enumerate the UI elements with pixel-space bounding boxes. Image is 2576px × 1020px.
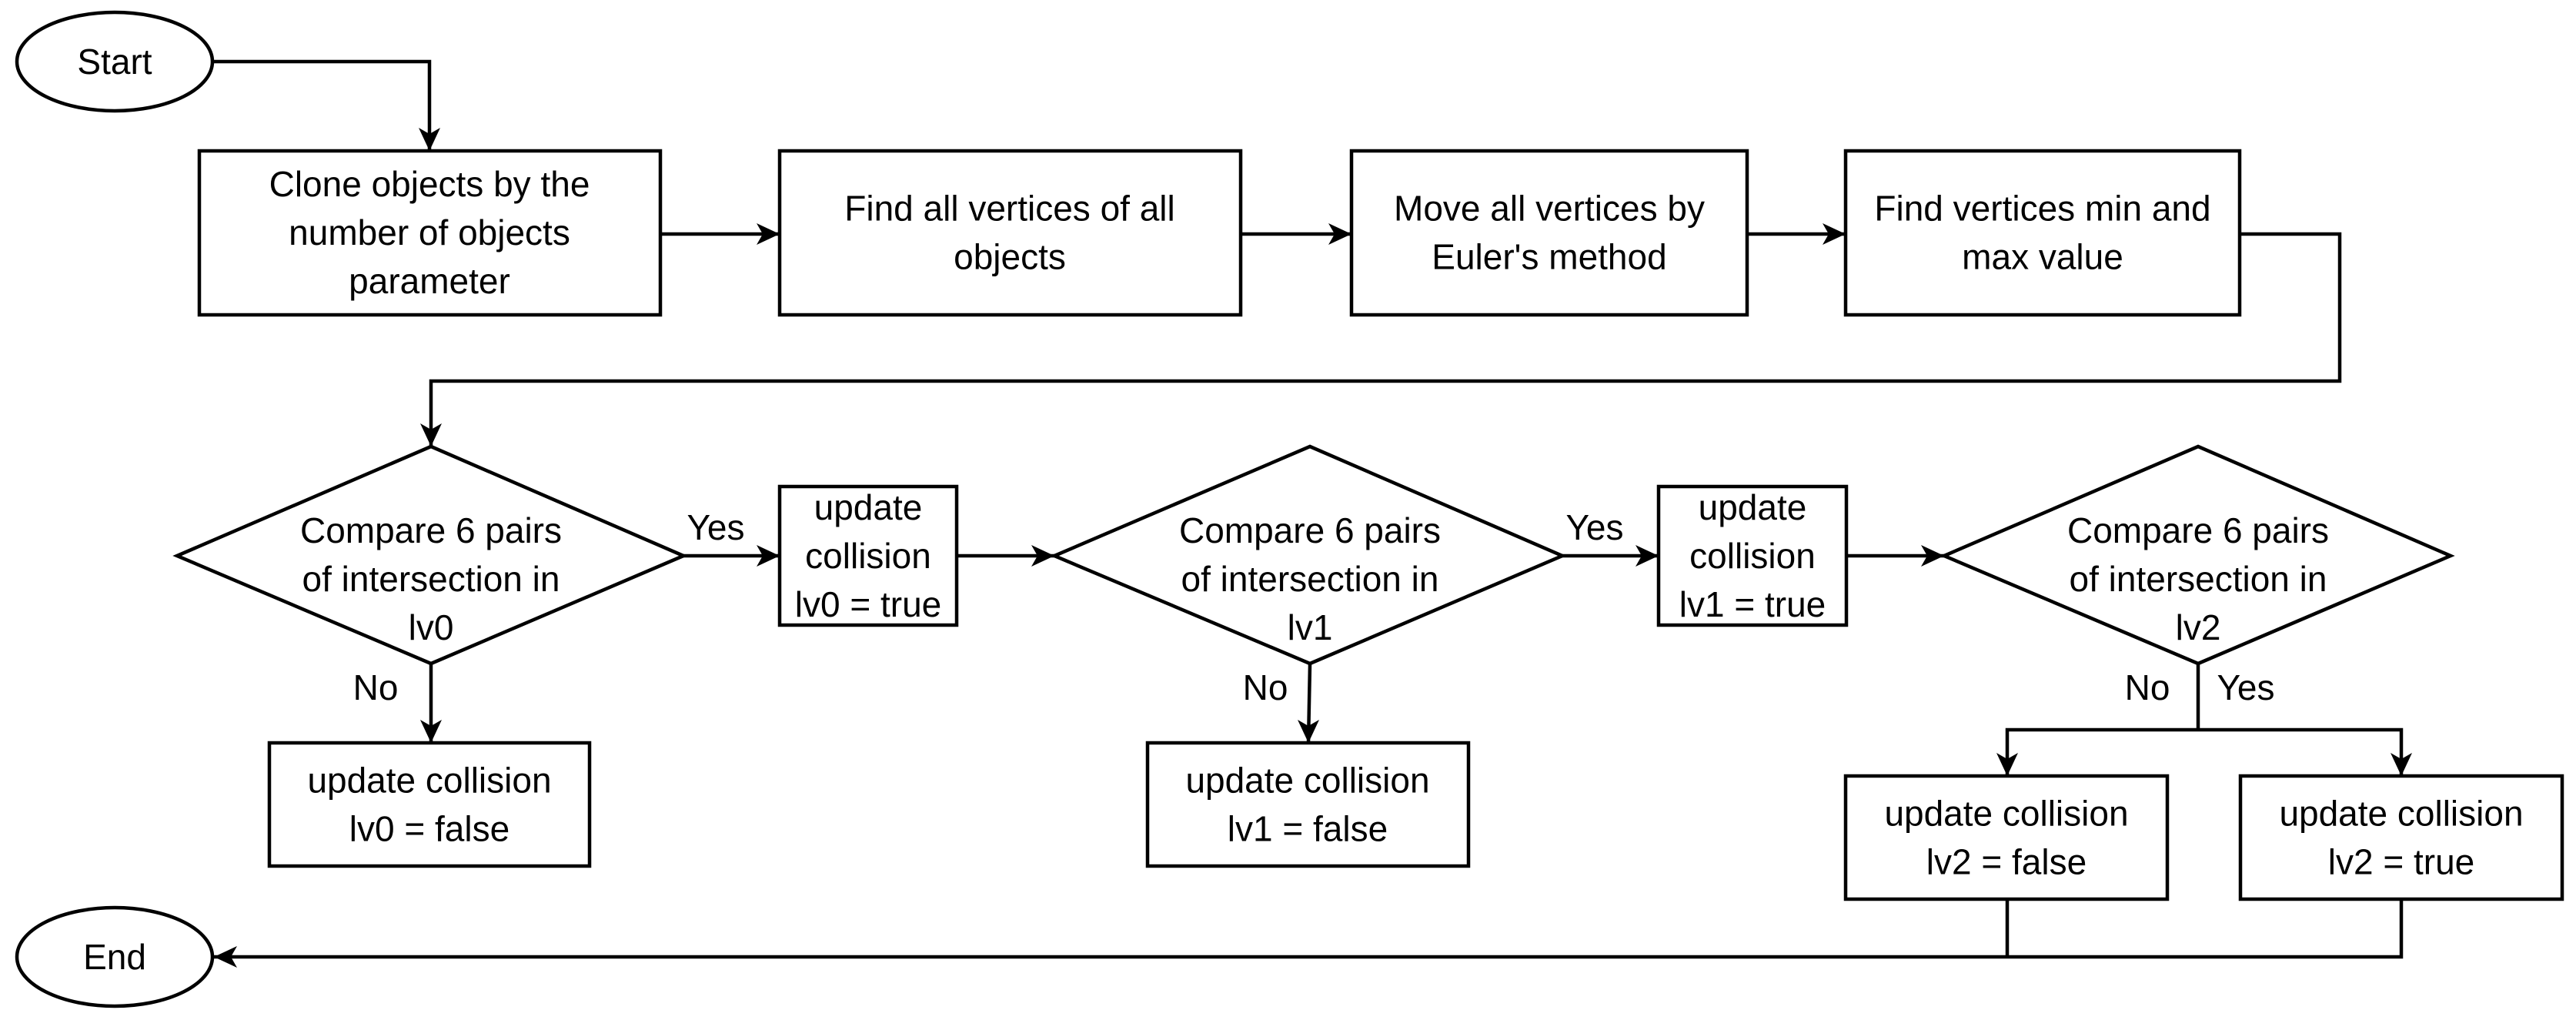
edge-label-lv0-yes: Yes: [687, 507, 744, 547]
label-line: lv2 = false: [1926, 842, 2087, 882]
label-line: of intersection in: [1181, 559, 1439, 599]
arrowhead: [757, 545, 780, 567]
move-vertices-label: Move all vertices by Euler's method: [1394, 189, 1705, 277]
arrowhead: [1823, 223, 1846, 245]
label-line: Compare 6 pairs: [2067, 510, 2329, 550]
label-line: lv2: [2176, 607, 2221, 647]
label-line: Move all vertices by: [1394, 189, 1705, 229]
label-line: lv1 = false: [1228, 809, 1388, 849]
label-line: Compare 6 pairs: [300, 510, 562, 550]
label-line: of intersection in: [302, 559, 560, 599]
label-line: lv1: [1288, 607, 1333, 647]
compare-lv0-decision: Compare 6 pairs of intersection in lv0: [172, 444, 688, 666]
label-line: Euler's method: [1432, 237, 1666, 277]
find-vertices-label: Find all vertices of all objects: [844, 189, 1175, 277]
edge-label-lv0-no: No: [353, 667, 399, 707]
update-lv0-false-node: update collision lv0 = false: [267, 741, 592, 868]
arrowhead: [1031, 545, 1054, 567]
label-line: collision: [805, 536, 931, 576]
arrowhead: [1921, 545, 1944, 567]
compare-lv2-label: Compare 6 pairs of intersection in lv2: [2067, 510, 2329, 647]
update-lv1-false-node: update collision lv1 = false: [1145, 741, 1471, 868]
edge-updates-to-end: [214, 899, 2404, 959]
edge-label-lv1-no: No: [1243, 667, 1288, 707]
label-line: parameter: [349, 261, 510, 301]
edge-label-lv1-yes: Yes: [1565, 507, 1623, 547]
label-line: objects: [954, 237, 1066, 277]
start-label: Start: [77, 42, 152, 82]
arrowhead: [420, 423, 442, 446]
edge-start-to-clone: [212, 59, 432, 151]
arrowhead: [2391, 753, 2412, 776]
update-lv1-true-node: update collision lv1 = true: [1656, 484, 1849, 627]
label-line: Find all vertices of all: [844, 189, 1175, 229]
arrowhead: [1996, 753, 2018, 776]
update-lv0-true-label: update collision lv0 = true: [795, 487, 942, 624]
compare-lv1-decision: Compare 6 pairs of intersection in lv1: [1050, 444, 1567, 666]
label-line: Start: [77, 42, 152, 82]
arrowhead: [419, 128, 440, 151]
arrowhead: [214, 946, 237, 968]
compare-lv1-label: Compare 6 pairs of intersection in lv1: [1179, 510, 1441, 647]
label-line: lv0 = false: [349, 809, 510, 849]
edge-label-lv2-no: No: [2125, 667, 2170, 707]
label-line: number of objects: [289, 212, 570, 252]
label-line: update: [1699, 487, 1807, 527]
clone-objects-node: Clone objects by the number of objects par…: [197, 149, 663, 317]
start-node: Start: [15, 10, 215, 113]
end-label: End: [83, 937, 146, 977]
arrowhead: [1328, 223, 1351, 245]
find-all-vertices-node: Find all vertices of all objects: [777, 149, 1243, 317]
edge-compare-lv2-yes: [2198, 727, 2404, 776]
arrowhead: [757, 223, 780, 245]
arrowhead: [1298, 720, 1319, 743]
move-all-vertices-node: Move all vertices by Euler's method: [1349, 149, 1749, 317]
compare-lv0-label: Compare 6 pairs of intersection in lv0: [300, 510, 562, 647]
label-line: max value: [1962, 237, 2123, 277]
label-line: End: [83, 937, 146, 977]
label-line: collision: [1689, 536, 1816, 576]
label-line: Clone objects by the: [269, 164, 590, 204]
arrowhead: [1635, 545, 1659, 567]
edge-label-lv2-yes: Yes: [2217, 667, 2274, 707]
clone-label: Clone objects by the number of objects par…: [269, 164, 590, 301]
edge-find-minmax-to-compare-lv0: [429, 232, 2342, 446]
label-line: update collision: [2279, 794, 2523, 834]
update-lv2-false-label: update collision lv2 = false: [1884, 794, 2128, 882]
label-line: update: [814, 487, 923, 527]
label-line: Find vertices min and: [1874, 189, 2210, 229]
label-line: update collision: [1884, 794, 2128, 834]
update-lv0-true-node: update collision lv0 = true: [777, 484, 959, 627]
edge-compare-lv2-no: [2005, 727, 2198, 776]
find-min-max-node: Find vertices min and max value: [1843, 149, 2242, 317]
label-line: lv1 = true: [1679, 584, 1826, 624]
label-line: update collision: [1185, 761, 1429, 801]
compare-lv2-decision: Compare 6 pairs of intersection in lv2: [1940, 444, 2455, 666]
label-line: Compare 6 pairs: [1179, 510, 1441, 550]
end-node: End: [15, 905, 215, 1008]
update-lv2-true-node: update collision lv2 = true: [2238, 774, 2564, 901]
update-lv2-true-label: update collision lv2 = true: [2279, 794, 2523, 882]
update-lv1-true-label: update collision lv1 = true: [1679, 487, 1826, 624]
label-line: update collision: [307, 761, 551, 801]
arrowhead: [420, 720, 442, 743]
update-lv0-false-label: update collision lv0 = false: [307, 761, 551, 849]
label-line: lv0 = true: [795, 584, 942, 624]
label-line: of intersection in: [2070, 559, 2327, 599]
find-minmax-label: Find vertices min and max value: [1874, 189, 2210, 277]
update-lv1-false-label: update collision lv1 = false: [1185, 761, 1429, 849]
label-line: lv0: [409, 607, 454, 647]
update-lv2-false-node: update collision lv2 = false: [1843, 774, 2170, 901]
label-line: lv2 = true: [2328, 842, 2475, 882]
